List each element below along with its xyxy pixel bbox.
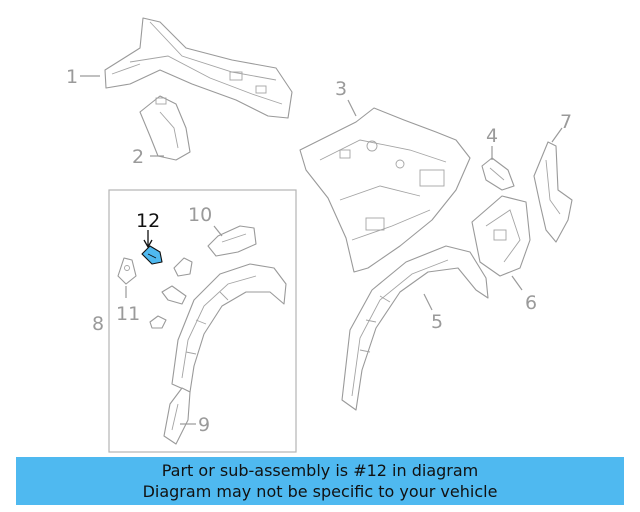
callout-6: 6: [525, 292, 537, 314]
part-9-extension: [163, 387, 191, 445]
part-1-upper-rail: [104, 17, 293, 119]
leader-10: [213, 225, 223, 237]
leader-12-arrowhead: [143, 239, 153, 249]
callout-9: 9: [198, 414, 210, 436]
callout-4: 4: [486, 125, 498, 147]
callout-12: 12: [136, 210, 160, 232]
callout-2: 2: [132, 146, 144, 168]
part-12-bracket-highlighted: [141, 245, 163, 265]
callout-10: 10: [188, 204, 212, 226]
callout-3: 3: [335, 78, 347, 100]
callout-5: 5: [431, 311, 443, 333]
callout-11: 11: [116, 303, 140, 325]
part-3-quarter-inner-panel: [299, 107, 471, 273]
leader-3: [347, 99, 357, 117]
assembly-group-8-frame: [108, 189, 297, 453]
banner-line-1: Part or sub-assembly is #12 in diagram: [161, 461, 479, 480]
leader-5: [423, 293, 433, 311]
leader-6: [511, 275, 523, 291]
banner-line-2: Diagram may not be specific to your vehi…: [142, 482, 498, 501]
small-brackets: [149, 257, 193, 329]
part-2-bracket: [139, 95, 191, 161]
callout-8: 8: [92, 313, 104, 335]
part-5-wheelhouse-outer: [341, 245, 489, 411]
part-11-clip: [117, 257, 137, 285]
callout-1: 1: [66, 66, 78, 88]
part-6-extension-panel: [471, 195, 531, 277]
part-10-panel: [207, 225, 257, 257]
info-banner: Part or sub-assembly is #12 in diagram D…: [16, 457, 624, 505]
part-7-pillar-reinforcement: [533, 141, 573, 243]
part-4-small-bracket: [481, 157, 515, 191]
callout-7: 7: [560, 111, 572, 133]
wheelhouse-inner: [171, 263, 287, 393]
leader-7: [551, 127, 563, 143]
